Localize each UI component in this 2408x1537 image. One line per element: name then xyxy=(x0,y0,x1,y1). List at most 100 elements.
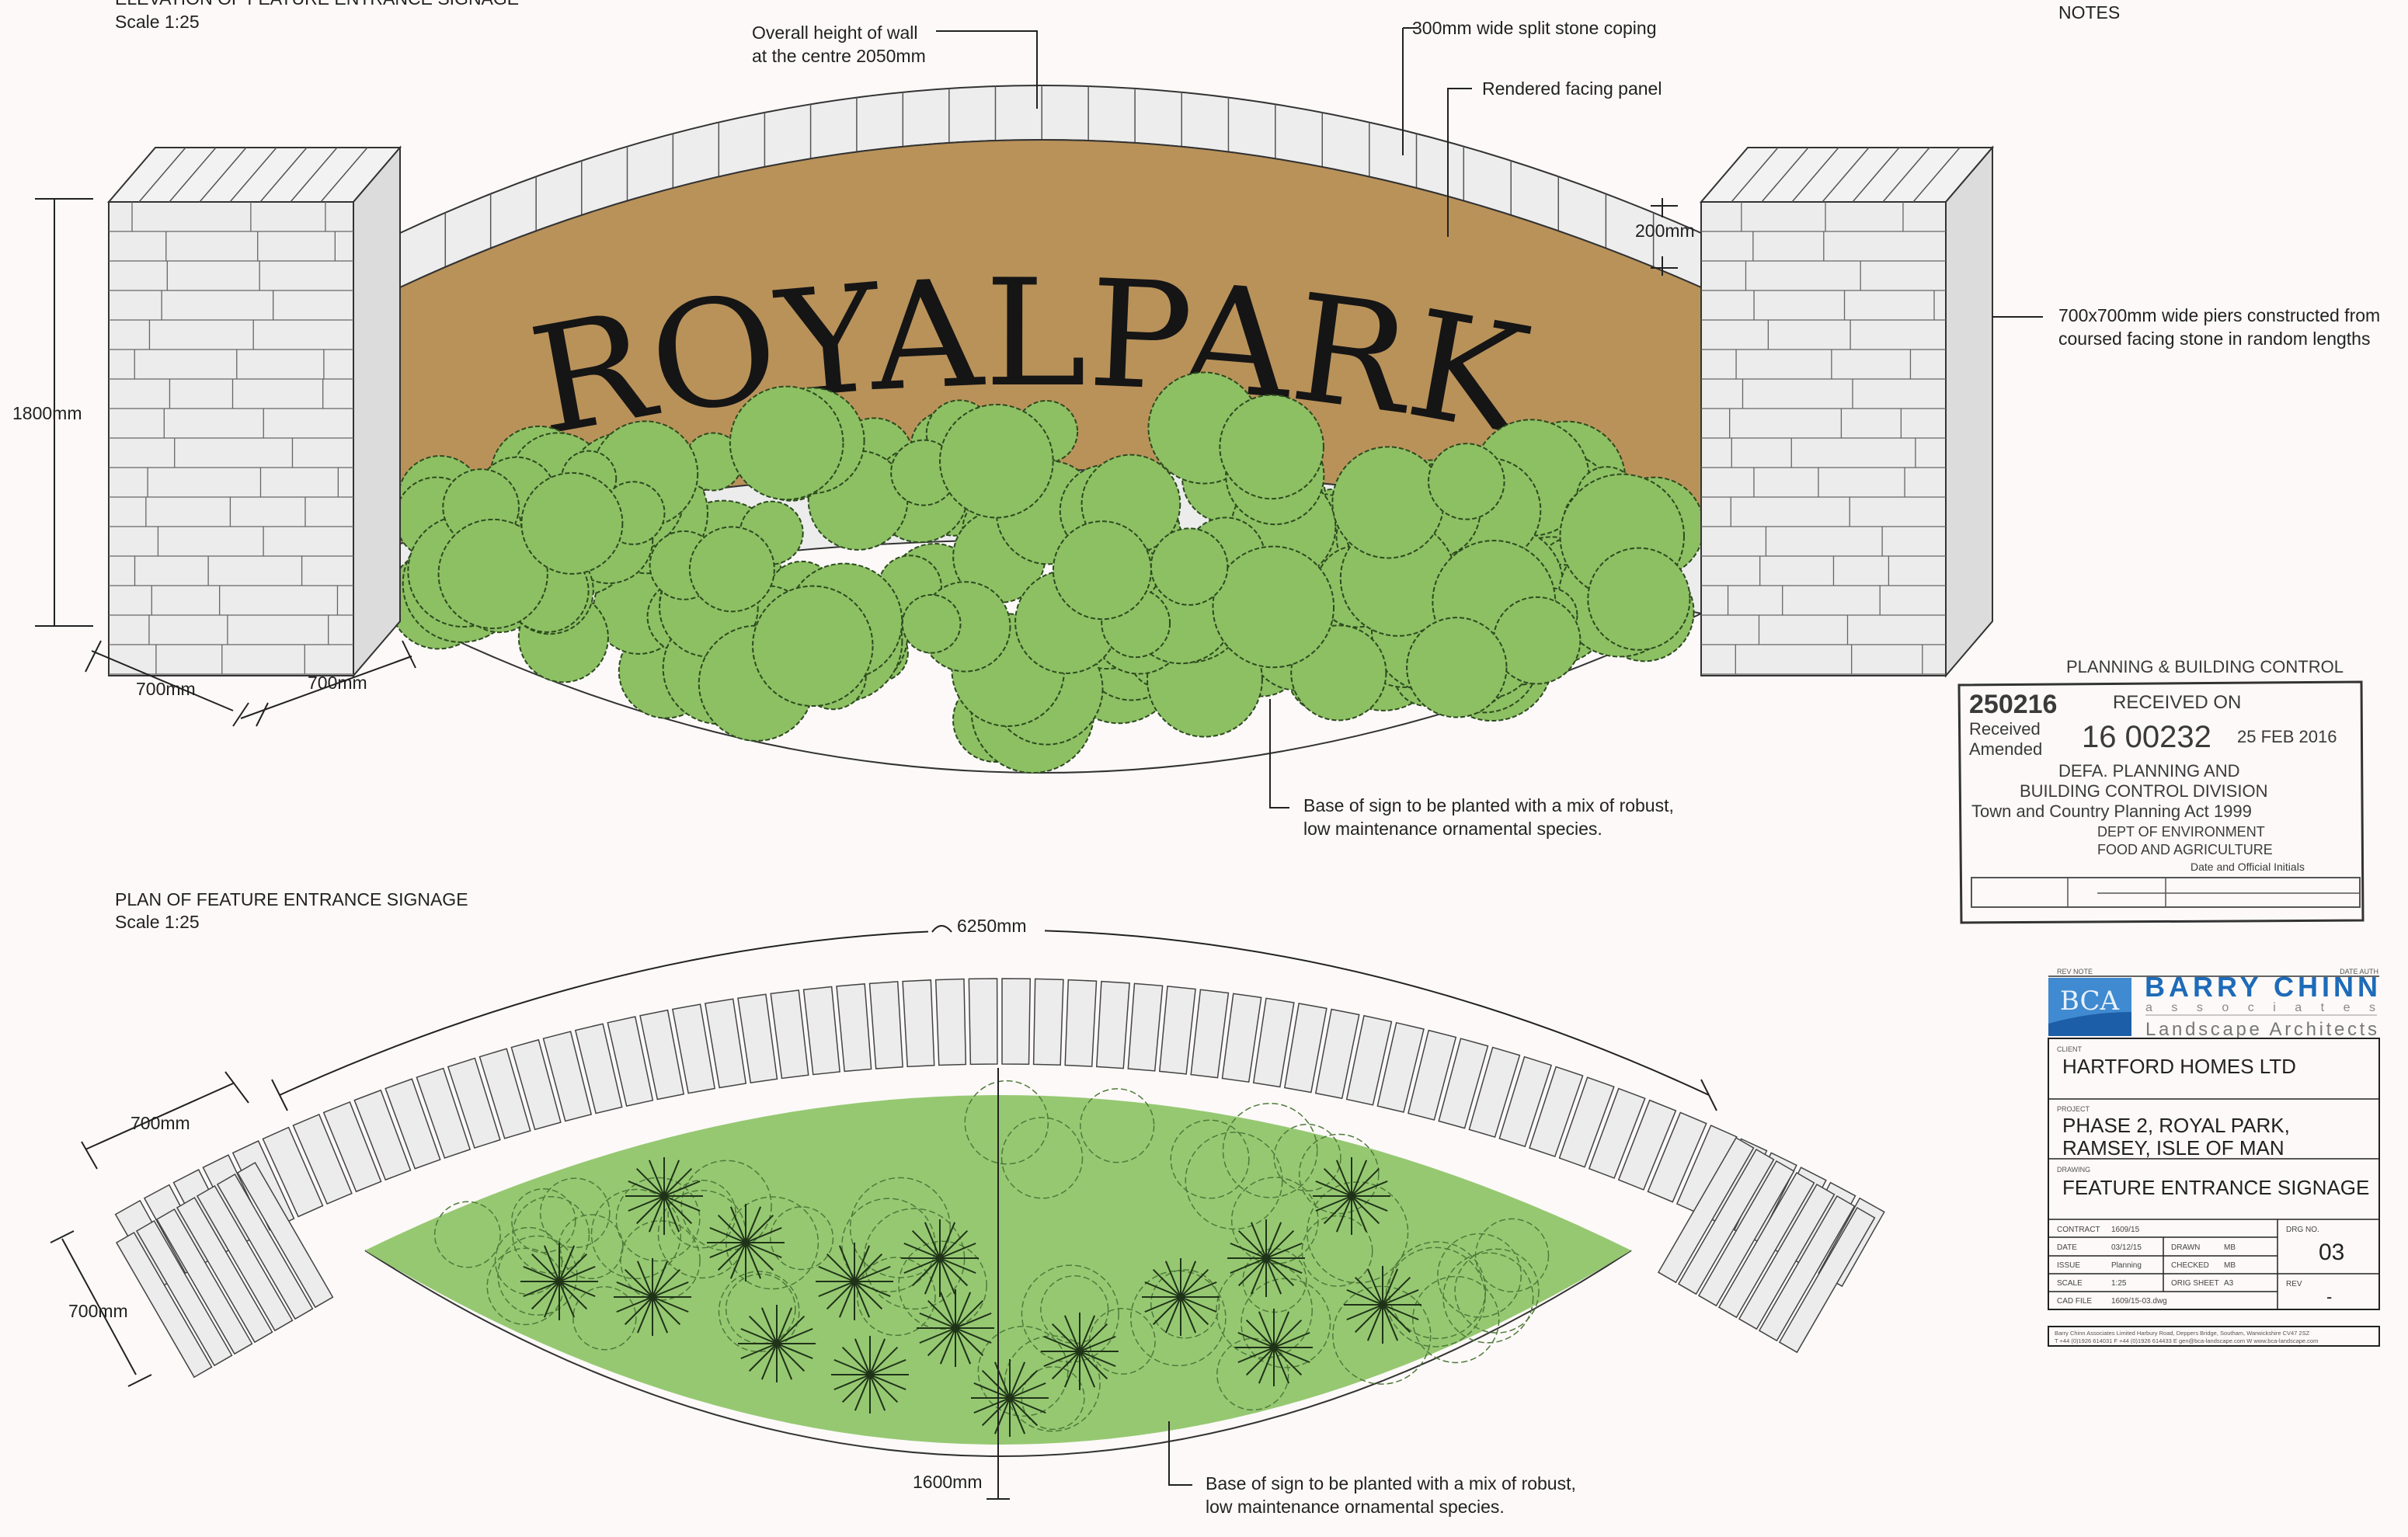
pier-top-joint xyxy=(1912,147,1961,203)
plan-base-outline xyxy=(364,1250,1632,1457)
pier-top-joint xyxy=(1731,147,1779,203)
plant-leaf xyxy=(838,1281,855,1318)
plant-leaf xyxy=(919,1327,956,1344)
plant-leaf xyxy=(740,1343,778,1360)
plant-leaf xyxy=(1164,1296,1181,1334)
plant-leaf xyxy=(1273,1347,1310,1364)
plant-leaf xyxy=(776,1307,793,1344)
plant-leaf xyxy=(854,1374,871,1411)
plan-shrub xyxy=(620,1220,701,1301)
plan-title: PLAN OF FEATURE ENTRANCE SIGNAGE xyxy=(115,889,468,909)
plant-leaf xyxy=(740,1327,778,1344)
plan-shrub xyxy=(1442,1252,1534,1344)
wall-stone xyxy=(1588,1087,1646,1179)
plant-leaf xyxy=(869,1374,899,1403)
plant-leaf xyxy=(776,1315,806,1344)
depth-dimension-line xyxy=(987,1068,1010,1500)
plant-leaf xyxy=(745,1242,782,1259)
pier-top-joint xyxy=(1761,147,1809,203)
plant-leaf xyxy=(559,1245,576,1282)
plan-spiky-plant xyxy=(520,1243,598,1320)
plant-leaf xyxy=(1237,1331,1275,1348)
plant-leaf xyxy=(1323,1195,1352,1225)
plant-leaf xyxy=(1273,1311,1290,1348)
plant-leaf xyxy=(1351,1160,1368,1197)
bca-logo: BCA BARRY CHINN a s s o c i a t e s Land… xyxy=(2048,971,2378,1040)
plant-leaf xyxy=(1079,1351,1116,1368)
plant-leaf xyxy=(1180,1296,1217,1313)
pier-face xyxy=(108,201,354,676)
plant-leaf xyxy=(652,1296,689,1313)
plan-shrub xyxy=(849,1177,952,1278)
plan-shrub xyxy=(1000,1117,1084,1199)
pier-top-joint xyxy=(290,147,338,203)
wall-stone xyxy=(262,1126,324,1218)
plant-leaf xyxy=(854,1245,871,1282)
plant-leaf xyxy=(1009,1361,1026,1399)
stamp-initials: Date and Official Initials xyxy=(2191,861,2305,873)
shrub xyxy=(1587,547,1691,651)
wall-stone xyxy=(1252,997,1295,1088)
plan-shrub xyxy=(898,1240,987,1330)
logo-associates: a s s o c i a t e s xyxy=(2145,1001,2375,1014)
shrub xyxy=(520,471,624,575)
plant-leaf xyxy=(955,1327,972,1365)
issue-value: Planning xyxy=(2111,1261,2142,1270)
project-label: PROJECT xyxy=(2057,1105,2090,1113)
plant-leaf xyxy=(1180,1268,1209,1298)
wall-stone xyxy=(1468,1046,1521,1138)
plant-leaf xyxy=(1079,1351,1108,1380)
plant-leaf xyxy=(776,1343,806,1372)
stamp-amended: Amended xyxy=(1969,739,2042,759)
plant-leaf xyxy=(927,1327,956,1357)
plan-spiky-plant xyxy=(1227,1219,1305,1297)
plant-leaf xyxy=(869,1374,886,1411)
plan-shrub xyxy=(1437,1233,1522,1318)
wall-stone xyxy=(934,978,967,1066)
plant-leaf xyxy=(1346,1288,1383,1306)
stamp-line3: Town and Country Planning Act 1999 xyxy=(1971,802,2252,821)
plan-shrub xyxy=(1301,1215,1373,1287)
rev-value: - xyxy=(2326,1287,2332,1306)
plant-leaf xyxy=(1237,1347,1275,1364)
plant-leaf xyxy=(559,1281,588,1310)
wall-stone xyxy=(1498,1055,1553,1148)
plant-leaf xyxy=(981,1397,1011,1427)
plant-leaf xyxy=(1351,1195,1388,1212)
plant-leaf xyxy=(854,1265,891,1282)
wall-stone xyxy=(1095,980,1130,1069)
plant-leaf xyxy=(745,1214,774,1243)
wall-stone xyxy=(868,981,903,1069)
plant-leaf xyxy=(955,1312,992,1329)
plant-leaf xyxy=(1273,1347,1290,1384)
plant-leaf xyxy=(729,1206,746,1243)
wall-stone xyxy=(737,993,778,1083)
plant-leaf xyxy=(973,1382,1011,1399)
shrub xyxy=(939,403,1054,519)
plant-leaf xyxy=(924,1222,941,1259)
plan-spiky-plant xyxy=(1313,1157,1390,1235)
wall-stone xyxy=(1314,1008,1360,1100)
plant-leaf xyxy=(927,1299,956,1329)
pier-top-joint xyxy=(320,147,368,203)
plant-leaf xyxy=(911,1257,941,1287)
plant-leaf xyxy=(1273,1347,1303,1376)
plant-leaf xyxy=(955,1327,992,1344)
plant-leaf xyxy=(652,1296,681,1326)
plant-leaf xyxy=(818,1281,855,1298)
notes-header: NOTES xyxy=(2058,2,2120,23)
plan-shrub xyxy=(1150,1269,1220,1339)
plan-spiky-plant xyxy=(625,1157,703,1235)
plan-planting-note-leader xyxy=(1168,1421,1192,1486)
plant-leaf xyxy=(745,1206,762,1243)
pier-face xyxy=(1700,201,1947,676)
plant-leaf xyxy=(1009,1397,1026,1434)
plant-leaf xyxy=(624,1296,653,1326)
plan-shrub xyxy=(1454,1248,1540,1334)
orig-sheet-label: ORIG SHEET xyxy=(2171,1279,2219,1288)
plan-shrub xyxy=(1130,1270,1227,1367)
wall-stone xyxy=(704,998,747,1089)
plan-shrub xyxy=(1021,1264,1119,1363)
plan-spiky-plant xyxy=(971,1359,1049,1437)
plant-leaf xyxy=(833,1374,871,1391)
